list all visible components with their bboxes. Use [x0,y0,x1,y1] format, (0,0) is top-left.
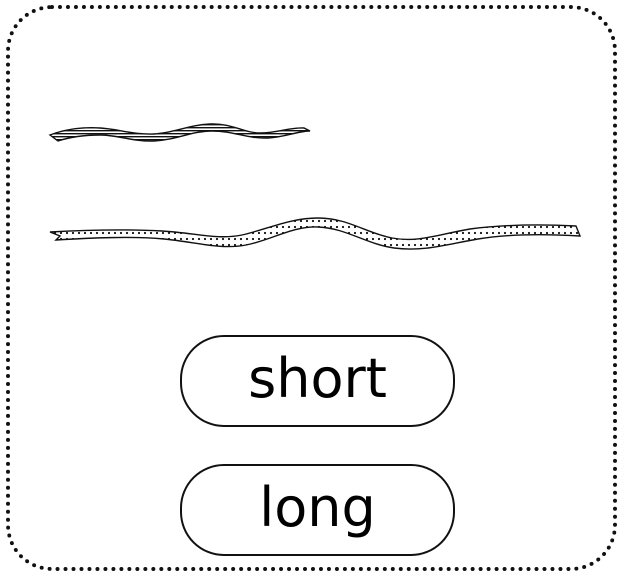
short-button[interactable]: short [180,335,455,427]
long-button[interactable]: long [180,464,455,556]
short-ribbon [48,123,311,142]
long-ribbon [49,217,582,250]
long-ribbon-band [49,217,582,250]
short-ribbon-band [48,123,311,142]
